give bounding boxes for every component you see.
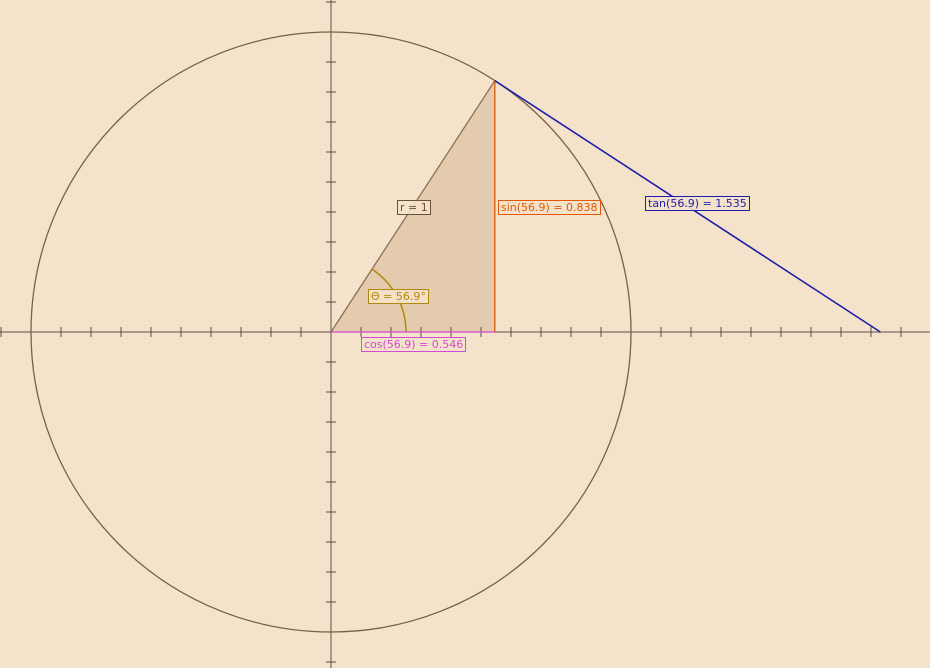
cos-label: cos(56.9) = 0.546: [361, 337, 467, 352]
tan-label: tan(56.9) = 1.535: [645, 196, 750, 211]
radius-label: r = 1: [397, 200, 431, 215]
y-axis: [326, 0, 336, 668]
unit-circle: [30, 31, 632, 633]
angle-label: Θ = 56.9°: [368, 289, 429, 304]
sin-label: sin(56.9) = 0.838: [498, 200, 601, 215]
